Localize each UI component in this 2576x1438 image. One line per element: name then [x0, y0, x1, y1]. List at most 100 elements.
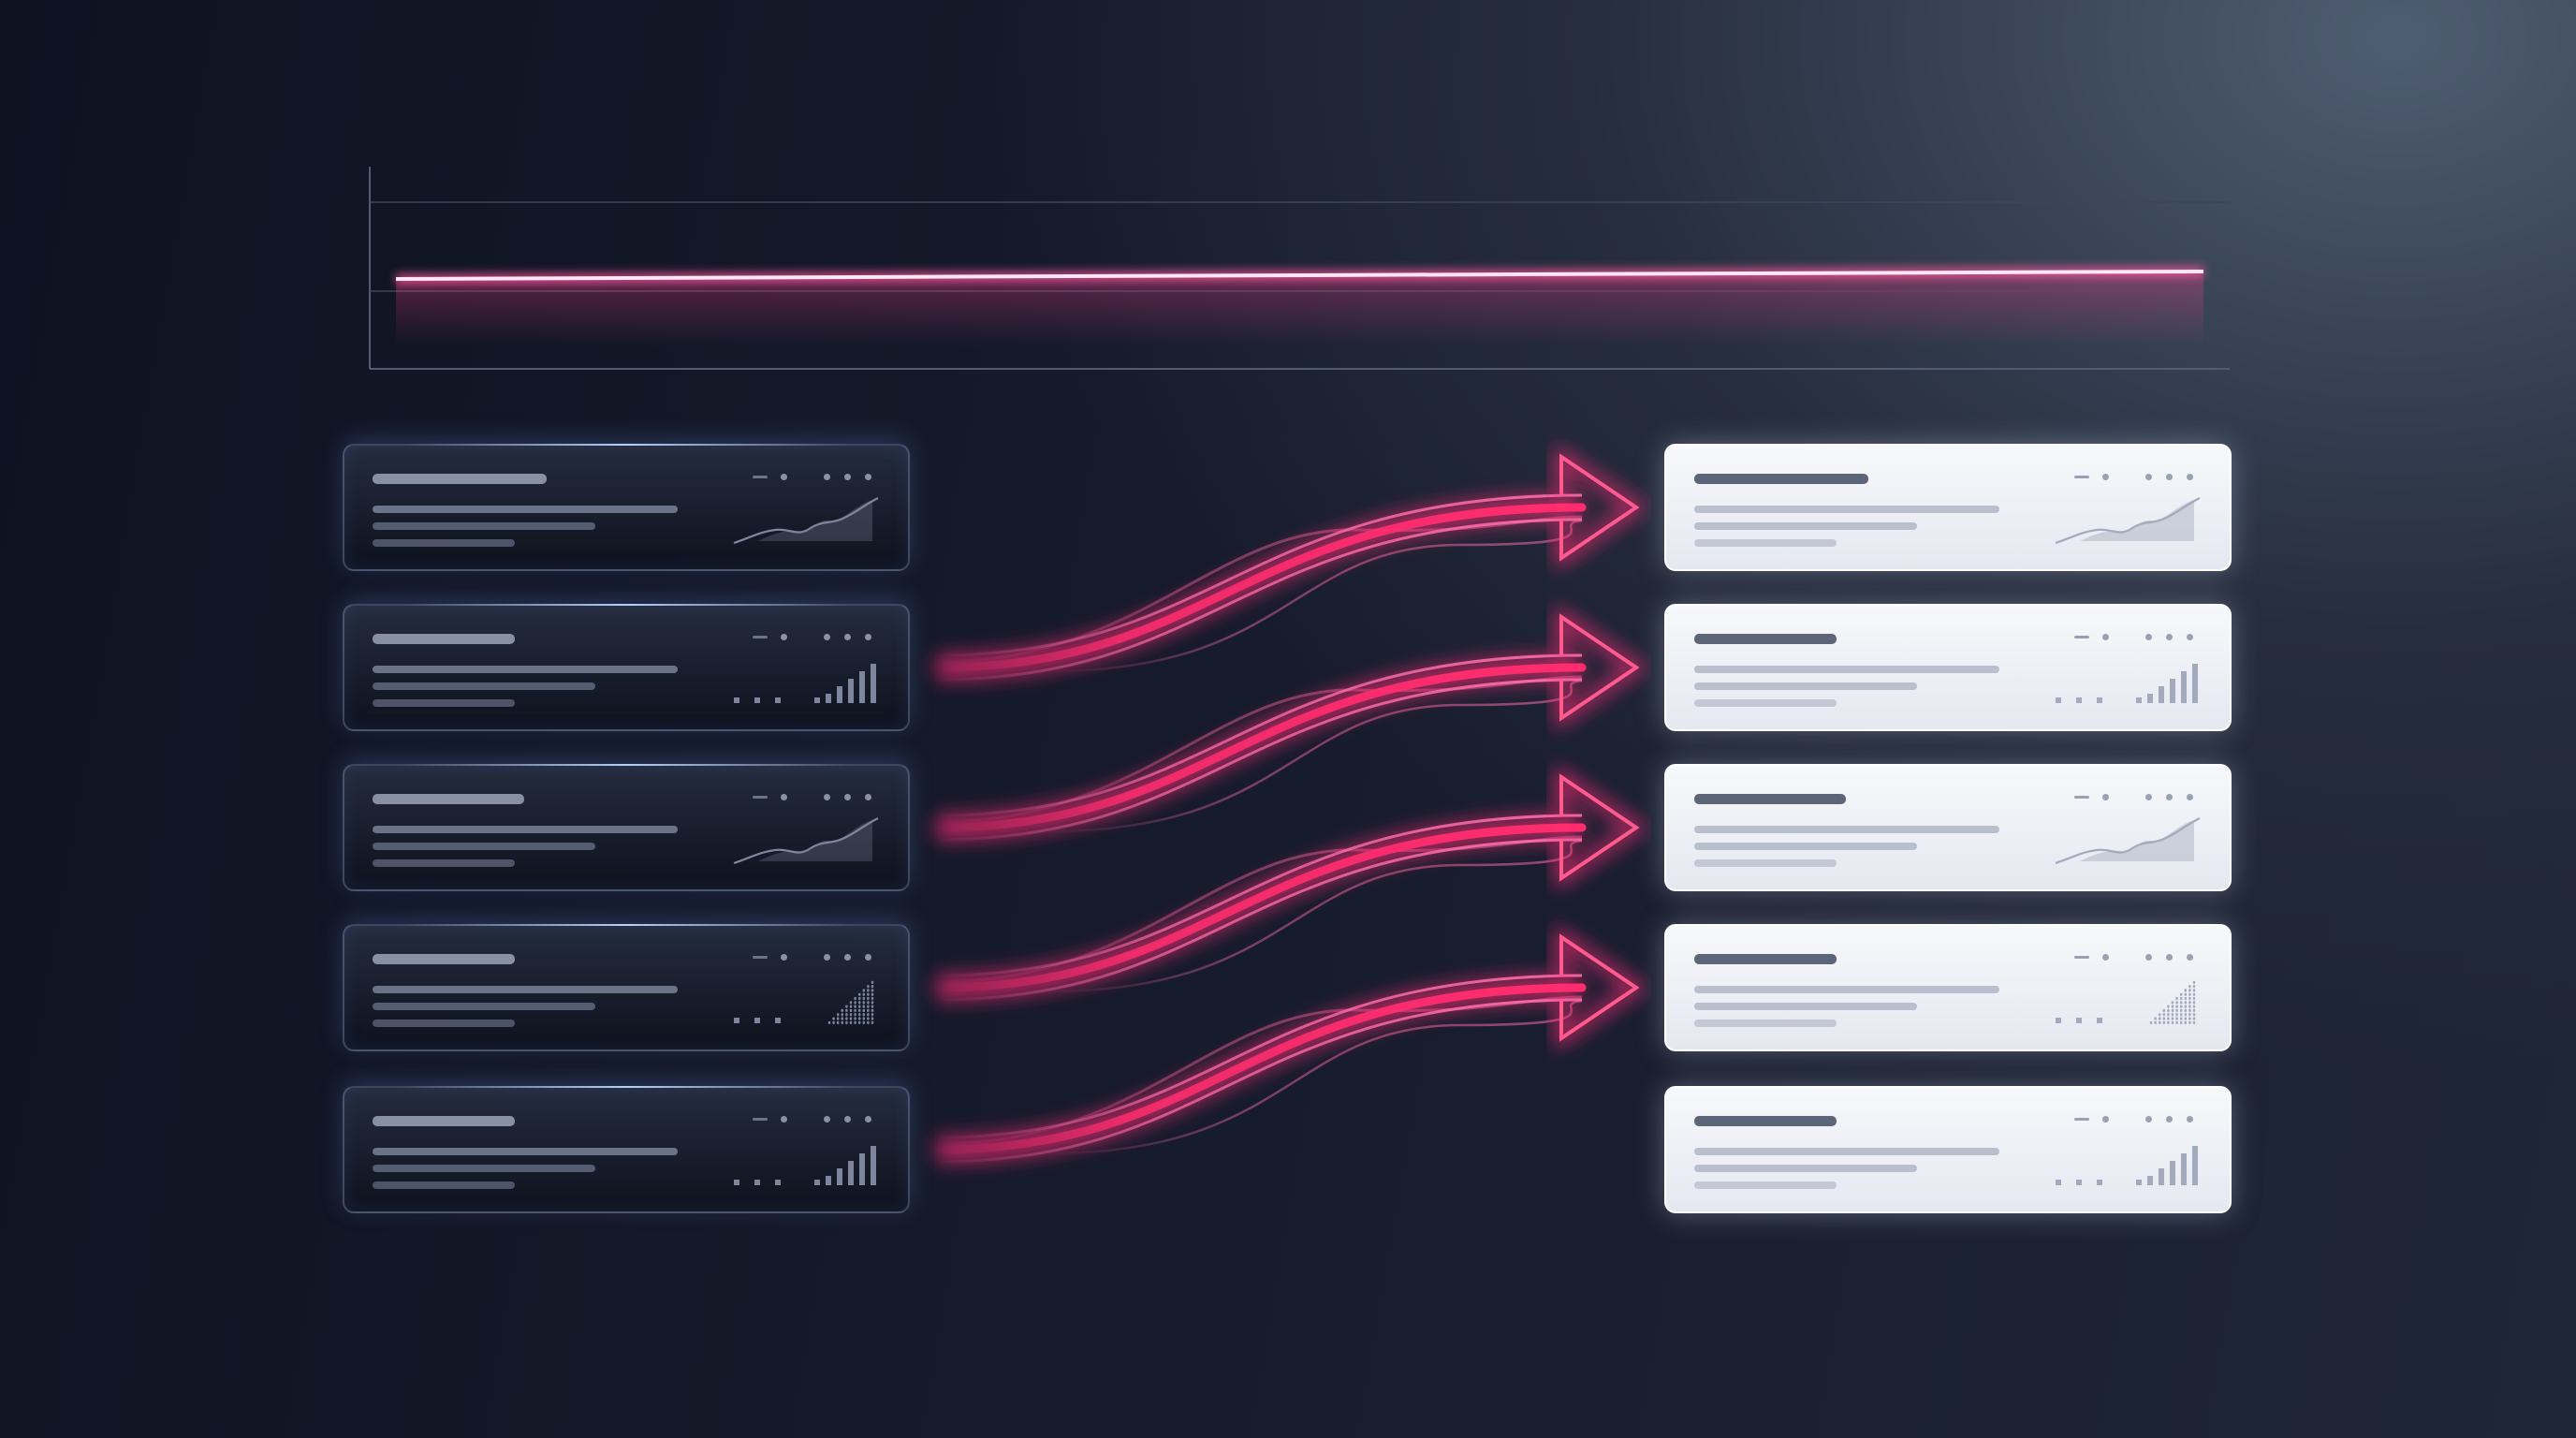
source-card-1[interactable]: [343, 444, 910, 571]
dot-icon: [781, 474, 787, 480]
dot-icon: [2166, 634, 2173, 640]
dot-icon: [2166, 474, 2173, 480]
dot-icon: [844, 954, 851, 961]
card-controls[interactable]: [2074, 794, 2205, 801]
minus-icon: [753, 796, 768, 799]
card-line-placeholder: [1694, 1020, 1837, 1027]
dot-icon: [824, 1116, 830, 1123]
dot-icon: [2166, 794, 2173, 800]
card-title-placeholder: [1694, 634, 1837, 644]
card-line-placeholder: [1694, 986, 1999, 993]
arrowhead-icon: [1559, 613, 1640, 722]
target-card-3[interactable]: [1664, 764, 2232, 891]
target-card-2[interactable]: [1664, 604, 2232, 731]
card-controls[interactable]: [753, 474, 884, 481]
minus-icon: [753, 636, 768, 638]
target-card-5[interactable]: [1664, 1086, 2232, 1213]
card-line-placeholder: [1694, 539, 1837, 547]
card-line-placeholder: [373, 1003, 595, 1010]
connector-glow: [935, 974, 1583, 1164]
card-title-placeholder: [1694, 794, 1846, 804]
card-line-placeholder: [1694, 682, 1917, 690]
connector-arrow: [931, 444, 1648, 682]
dot-icon: [2102, 954, 2109, 961]
card-controls[interactable]: [2074, 474, 2205, 481]
dot-icon: [2145, 954, 2152, 961]
minus-icon: [753, 1118, 768, 1121]
card-line-placeholder: [373, 1165, 595, 1172]
card-line-placeholder: [373, 843, 595, 850]
connector-outline: [935, 814, 1583, 977]
source-card-2[interactable]: [343, 604, 910, 731]
source-card-4[interactable]: [343, 924, 910, 1051]
dot-icon: [2145, 474, 2152, 480]
card-controls[interactable]: [2074, 1116, 2205, 1123]
connector-arrow: [931, 924, 1648, 1164]
chart-series: [395, 267, 2204, 346]
card-line-placeholder: [373, 1181, 515, 1189]
dot-icon: [824, 954, 830, 961]
dot-icon: [2102, 634, 2109, 640]
card-title-placeholder: [1694, 1116, 1837, 1126]
source-card-3[interactable]: [343, 764, 910, 891]
dot-icon: [781, 1116, 787, 1123]
card-controls[interactable]: [753, 634, 884, 641]
card-title-placeholder: [1694, 474, 1868, 484]
card-controls[interactable]: [753, 954, 884, 961]
card-controls[interactable]: [753, 794, 884, 801]
mini-chart-icon: [733, 817, 879, 865]
card-line-placeholder: [373, 682, 595, 690]
connector-strand: [1047, 519, 1583, 673]
card-controls[interactable]: [753, 1116, 884, 1123]
dot-icon: [2145, 794, 2152, 800]
dot-icon: [2187, 634, 2193, 640]
dot-icon: [2187, 954, 2193, 961]
dot-icon: [2102, 794, 2109, 800]
mini-chart-icon: [734, 980, 874, 1025]
minus-icon: [2074, 796, 2089, 799]
target-card-1[interactable]: [1664, 444, 2232, 571]
card-controls[interactable]: [2074, 954, 2205, 961]
mini-chart-icon: [733, 497, 879, 545]
dot-icon: [824, 634, 830, 640]
mini-chart-icon: [2056, 664, 2198, 703]
dot-icon: [824, 474, 830, 480]
minus-icon: [2074, 1118, 2089, 1121]
arrowhead-icon: [1559, 453, 1640, 562]
connector-outline: [935, 678, 1583, 842]
minus-icon: [2074, 956, 2089, 959]
dot-icon: [844, 474, 851, 480]
mini-chart-icon: [734, 664, 876, 703]
dot-icon: [865, 794, 871, 800]
source-card-5[interactable]: [343, 1086, 910, 1213]
dot-icon: [2145, 634, 2152, 640]
card-line-placeholder: [373, 699, 515, 707]
card-controls[interactable]: [2074, 634, 2205, 641]
card-line-placeholder: [1694, 859, 1837, 867]
dot-icon: [2187, 474, 2193, 480]
mini-chart-icon: [2056, 1146, 2198, 1185]
card-title-placeholder: [373, 1116, 515, 1126]
connector-glow: [935, 653, 1583, 842]
connector-core: [931, 823, 1587, 992]
connector-strand: [1047, 839, 1583, 993]
card-line-placeholder: [373, 986, 678, 993]
chart-area: [396, 271, 2203, 346]
card-line-placeholder: [1694, 666, 1999, 673]
target-card-4[interactable]: [1664, 924, 2232, 1051]
connector-outline: [935, 493, 1583, 657]
card-line-placeholder: [1694, 1003, 1917, 1010]
card-title-placeholder: [373, 794, 524, 804]
card-line-placeholder: [373, 826, 678, 833]
dot-icon: [865, 1116, 871, 1123]
card-line-placeholder: [373, 539, 515, 547]
card-title-placeholder: [373, 474, 547, 484]
dot-icon: [865, 474, 871, 480]
card-title-placeholder: [1694, 954, 1837, 964]
dot-icon: [844, 794, 851, 800]
connector-core: [931, 503, 1587, 672]
connector-strand: [1047, 999, 1583, 1155]
